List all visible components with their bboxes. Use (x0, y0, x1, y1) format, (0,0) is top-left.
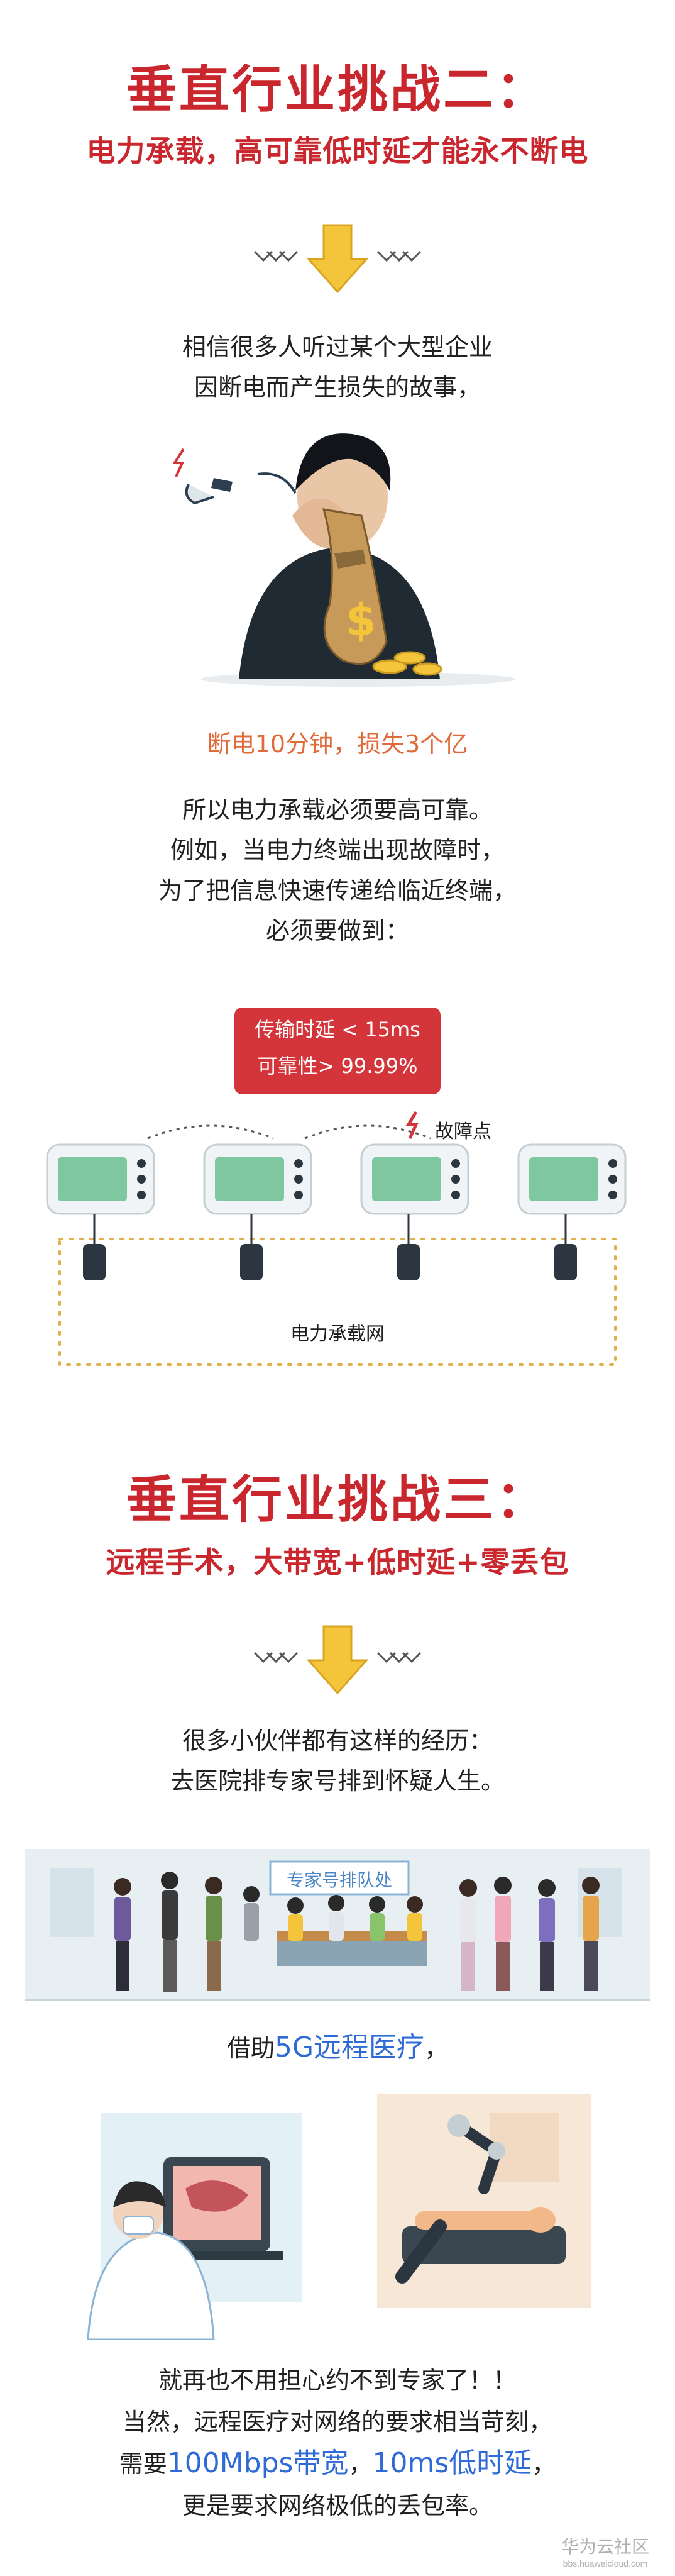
watermark-name: 华为云社区 (561, 2537, 649, 2557)
intro-line-2: 去医院排专家号排到怀疑人生。 (170, 1767, 505, 1795)
down-arrow-icon (253, 1625, 422, 1695)
section3-subtitle: 远程手术，大带宽+低时延+零丢包 (106, 1545, 569, 1579)
closing-line-2: 当然，远程医疗对网络的要求相当苛刻， (122, 2408, 552, 2436)
requirement-line-3: 为了把信息快速传递给临近终端， (158, 877, 517, 904)
bandwidth-highlight: 100Mbps带宽 (167, 2447, 349, 2479)
story-line-2: 因断电而产生损失的故事， (194, 374, 481, 401)
section3-intro: 很多小伙伴都有这样的经历： 去医院排专家号排到怀疑人生。 (0, 1721, 675, 1801)
section2-subtitle: 电力承载，高可靠低时延才能永不断电 (86, 134, 589, 168)
latency-requirement: 传输时延 < 15ms (255, 1018, 420, 1041)
requirement-line-1: 所以电力承载必须要高可靠。 (182, 796, 493, 824)
fault-point-label: 故障点 (435, 1121, 491, 1143)
closing-prefix: 需要 (119, 2450, 167, 2478)
section2-requirements: 所以电力承载必须要高可靠。 例如，当电力终端出现故障时， 为了把信息快速传递给临… (0, 790, 675, 951)
watermark-url: bbs.huaweicloud.com (562, 2558, 648, 2568)
section2-title: 垂直行业挑战二： (126, 60, 549, 119)
closing-separator: ， (348, 2450, 373, 2478)
reliability-requirement: 可靠性> 99.99% (257, 1054, 418, 1078)
watermark: 华为云社区 bbs.huaweicloud.com (546, 2533, 665, 2568)
closing-line-3: 需要100Mbps带宽，10ms低时延， (0, 2443, 675, 2485)
network-label: 电力承载网 (290, 1323, 385, 1345)
requirement-line-2: 例如，当电力终端出现故障时， (170, 836, 505, 864)
remote-highlight: 5G远程医疗 (274, 2031, 425, 2063)
intro-line-1: 很多小伙伴都有这样的经历： (182, 1727, 493, 1755)
power-network-diagram (46, 1111, 627, 1366)
remote-prefix: 借助 (226, 2035, 275, 2062)
closing-line-1: 就再也不用担心约不到专家了！！ (158, 2367, 517, 2394)
requirement-line-4: 必须要做到： (265, 917, 409, 945)
closing-line-4: 更是要求网络极低的丢包率。 (182, 2492, 493, 2519)
story-line-1: 相信很多人听过某个大型企业 (182, 333, 493, 361)
svg-text:$: $ (346, 594, 376, 646)
remote-medical-line: 借助5G远程医疗， (0, 2028, 675, 2068)
down-arrow-icon (253, 224, 422, 294)
hospital-queue-illustration (25, 1849, 650, 2001)
queue-sign: 专家号排队处 (286, 1870, 392, 1890)
requirement-badge: 传输时延 < 15ms 可靠性> 99.99% (234, 1008, 441, 1094)
latency-highlight: 10ms低时延 (372, 2447, 532, 2479)
stressed-businessman-illustration: $ (172, 433, 515, 687)
section2-story: 相信很多人听过某个大型企业 因断电而产生损失的故事， (0, 327, 675, 408)
doctor-illustration (87, 2113, 302, 2340)
closing-suffix: ， (532, 2450, 556, 2478)
section3-closing: 就再也不用担心约不到专家了！！ 当然，远程医疗对网络的要求相当苛刻， 需要100… (0, 2360, 675, 2526)
remote-suffix: ， (424, 2035, 449, 2062)
section3-title: 垂直行业挑战三： (126, 1470, 549, 1529)
loss-caption: 断电10分钟，损失3个亿 (207, 730, 468, 758)
robotic-surgery-illustration (377, 2094, 591, 2308)
